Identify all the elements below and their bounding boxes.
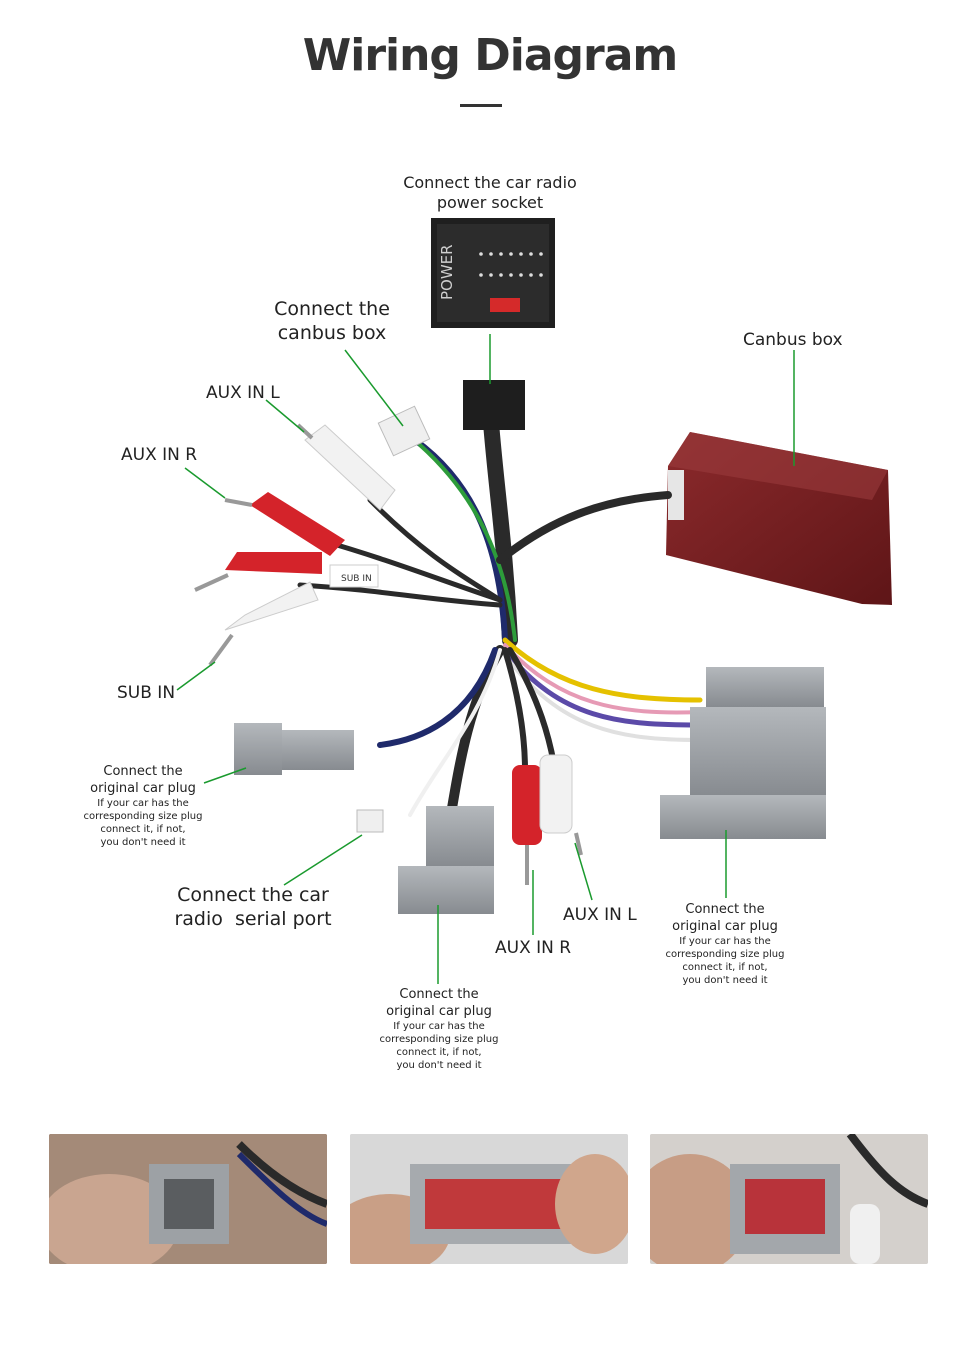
canbus-box-image xyxy=(666,432,892,605)
left-plug-note-line1: Connect the xyxy=(103,764,183,779)
page-title: Wiring Diagram xyxy=(302,30,679,81)
center-plug-note: Connect the original car plug If your ca… xyxy=(366,986,512,1072)
right-plug-note-line2: original car plug xyxy=(672,919,778,934)
center-plug-note-sub2: corresponding size plug xyxy=(379,1034,499,1045)
center-plug xyxy=(398,806,494,914)
photo-center-plug xyxy=(350,1134,628,1264)
aux-in-r-bottom-label: AUX IN R xyxy=(495,938,572,958)
canbus-connect-label-line1: Connect the xyxy=(274,298,390,320)
canbus-connect-label-line2: canbus box xyxy=(277,322,387,344)
canbus-connect-label: Connect the canbus box xyxy=(262,297,402,345)
center-plug-note-sub1: If your car has the xyxy=(393,1021,485,1032)
power-text: POWER xyxy=(438,244,456,300)
radio-power-connector xyxy=(463,380,525,430)
serial-port-label-line1: Connect the car xyxy=(177,884,329,906)
serial-port-label: Connect the car radio serial port xyxy=(170,883,336,931)
serial-port-connector xyxy=(356,809,384,833)
aux-in-l-top-label: AUX IN L xyxy=(206,383,280,403)
right-large-plug xyxy=(660,667,826,839)
aux-in-l-bottom-label: AUX IN L xyxy=(563,905,637,925)
sub-in-label: SUB IN xyxy=(117,683,176,703)
right-plug-note-line1: Connect the xyxy=(685,902,765,917)
canbus-box-label: Canbus box xyxy=(743,330,843,350)
rca-red-second xyxy=(194,552,322,592)
rca-aux-l-bottom xyxy=(539,754,583,856)
sub-in-tag xyxy=(329,564,379,588)
rca-aux-l-top xyxy=(296,423,396,511)
center-plug-note-sub3: connect it, if not, xyxy=(396,1047,482,1058)
title-underline xyxy=(460,104,502,107)
serial-port-label-line2: radio serial port xyxy=(174,908,332,930)
rca-aux-r-bottom xyxy=(512,765,542,885)
sub-in-tag-text: SUB IN xyxy=(341,574,372,584)
wire-bundle xyxy=(297,402,703,825)
center-plug-note-line1: Connect the xyxy=(399,987,479,1002)
left-plug-note-line2: original car plug xyxy=(90,781,196,796)
left-plug-note: Connect the original car plug If your ca… xyxy=(70,763,216,849)
aux-in-r-top-label: AUX IN R xyxy=(121,445,198,465)
right-plug-note-sub1: If your car has the xyxy=(679,936,771,947)
canbus-white-connector xyxy=(377,405,431,457)
rca-sub-in xyxy=(208,581,319,667)
rca-aux-r-top xyxy=(224,492,345,556)
center-plug-note-line2: original car plug xyxy=(386,1004,492,1019)
power-socket-label-line2: power socket xyxy=(436,193,544,212)
left-plug-note-sub2: corresponding size plug xyxy=(83,811,203,822)
left-plug-note-sub1: If your car has the xyxy=(97,798,189,809)
right-plug-note-sub2: corresponding size plug xyxy=(665,949,785,960)
left-plug-note-sub3: connect it, if not, xyxy=(100,824,186,835)
photo-small-plug xyxy=(49,1134,327,1264)
left-small-plug xyxy=(234,723,354,775)
leader-lines xyxy=(176,334,795,984)
power-socket-label: Connect the car radio power socket xyxy=(390,173,590,213)
right-plug-note-sub3: connect it, if not, xyxy=(682,962,768,973)
power-socket-label-line1: Connect the car radio xyxy=(403,173,577,192)
left-plug-note-sub4: you don't need it xyxy=(100,837,186,848)
center-plug-note-sub4: you don't need it xyxy=(396,1060,482,1071)
power-socket-image: POWER xyxy=(431,218,555,328)
right-plug-note-sub4: you don't need it xyxy=(682,975,768,986)
right-plug-note: Connect the original car plug If your ca… xyxy=(652,901,798,987)
photo-large-plug xyxy=(650,1134,928,1264)
